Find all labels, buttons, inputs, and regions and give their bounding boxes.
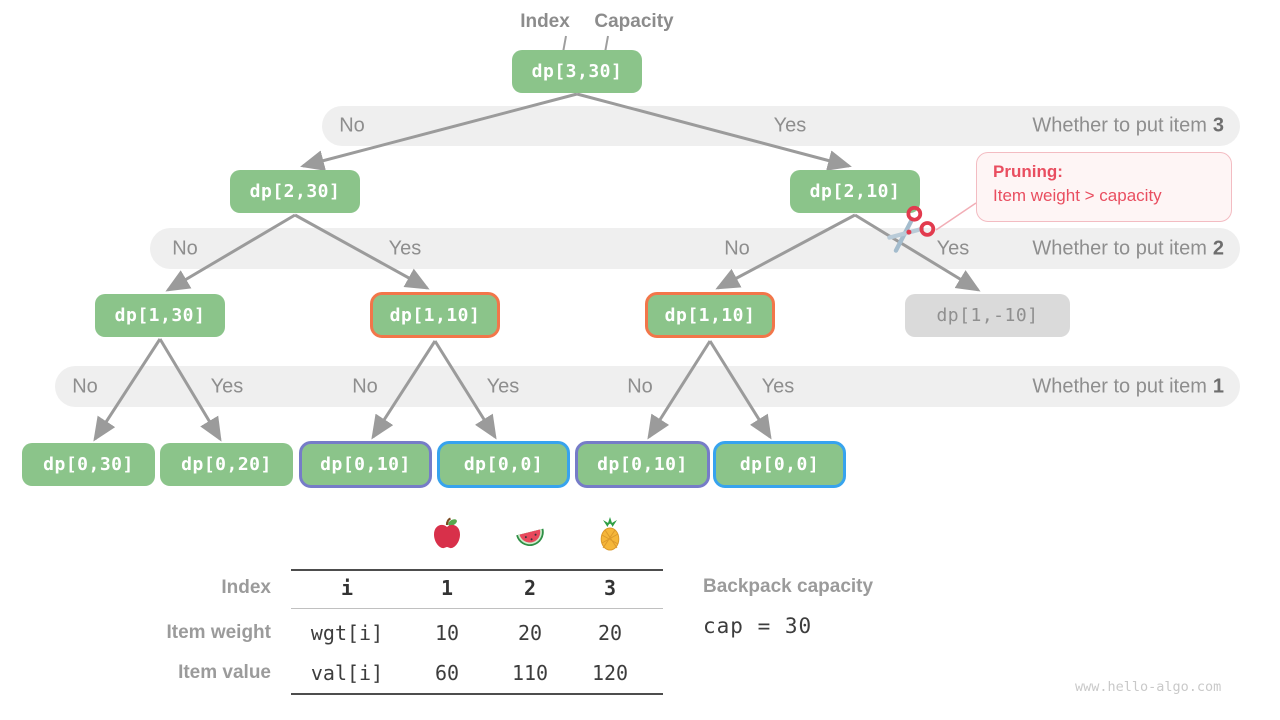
dp-node: dp[1,10] bbox=[370, 292, 500, 338]
watermelon-icon bbox=[513, 517, 547, 554]
table-rule-mid bbox=[291, 608, 663, 609]
header-value-cell: 1 bbox=[440, 576, 454, 600]
dp-node: dp[1,-10] bbox=[905, 294, 1070, 337]
index-label: Index bbox=[520, 11, 570, 32]
dp-node: dp[3,30] bbox=[512, 50, 642, 93]
table-header-row: Index i 1 2 3 bbox=[153, 571, 683, 605]
weight-value-cell: 20 bbox=[517, 621, 543, 645]
dp-node: dp[0,20] bbox=[160, 443, 293, 486]
scissors-icon bbox=[884, 204, 936, 261]
dp-node: dp[2,30] bbox=[230, 170, 360, 213]
capacity-label: Capacity bbox=[594, 11, 674, 32]
dp-node: dp[0,0] bbox=[713, 441, 846, 488]
dp-node: dp[0,10] bbox=[299, 441, 432, 488]
items-table: Index i 1 2 3 Item weight wgt[i] 10 20 2… bbox=[153, 515, 683, 700]
header-value-cell: 3 bbox=[603, 576, 617, 600]
value-key-cell: val[i] bbox=[310, 661, 384, 685]
header-key-cell: i bbox=[340, 576, 354, 600]
pruning-callout: Pruning: Item weight > capacity bbox=[976, 152, 1232, 222]
row-label-index: Index bbox=[221, 577, 271, 598]
table-rule-top bbox=[291, 569, 663, 571]
row-label-weight: Item weight bbox=[166, 622, 271, 643]
value-value-cell: 110 bbox=[511, 661, 549, 685]
table-row-value: Item value val[i] 60 110 120 bbox=[153, 655, 683, 691]
pruning-body: Item weight > capacity bbox=[993, 186, 1162, 205]
dp-node: dp[0,10] bbox=[575, 441, 710, 488]
dp-node: dp[0,30] bbox=[22, 443, 155, 486]
dp-node: dp[1,10] bbox=[645, 292, 775, 338]
weight-key-cell: wgt[i] bbox=[310, 621, 384, 645]
pruning-title: Pruning: bbox=[993, 162, 1063, 181]
pineapple-icon bbox=[594, 517, 626, 558]
table-rule-bottom bbox=[291, 693, 663, 695]
watermark: www.hello-algo.com bbox=[1075, 679, 1222, 695]
dp-node: dp[1,30] bbox=[95, 294, 225, 337]
value-value-cell: 120 bbox=[591, 661, 629, 685]
branch-label: No bbox=[72, 375, 98, 397]
apple-icon bbox=[431, 517, 463, 556]
fruit-row bbox=[153, 515, 683, 555]
branch-label: No bbox=[352, 375, 378, 397]
weight-value-cell: 10 bbox=[434, 621, 460, 645]
dp-node: dp[2,10] bbox=[790, 170, 920, 213]
header-value-cell: 2 bbox=[523, 576, 537, 600]
table-row-weight: Item weight wgt[i] 10 20 20 bbox=[153, 615, 683, 651]
backpack-capacity-panel: Backpack capacity cap = 30 bbox=[703, 576, 873, 638]
weight-value-cell: 20 bbox=[597, 621, 623, 645]
row-label-value: Item value bbox=[178, 662, 271, 683]
value-value-cell: 60 bbox=[434, 661, 460, 685]
dp-node: dp[0,0] bbox=[437, 441, 570, 488]
branch-label: No bbox=[627, 375, 653, 397]
capacity-panel-value: cap = 30 bbox=[703, 614, 813, 638]
capacity-panel-label: Backpack capacity bbox=[703, 576, 874, 597]
